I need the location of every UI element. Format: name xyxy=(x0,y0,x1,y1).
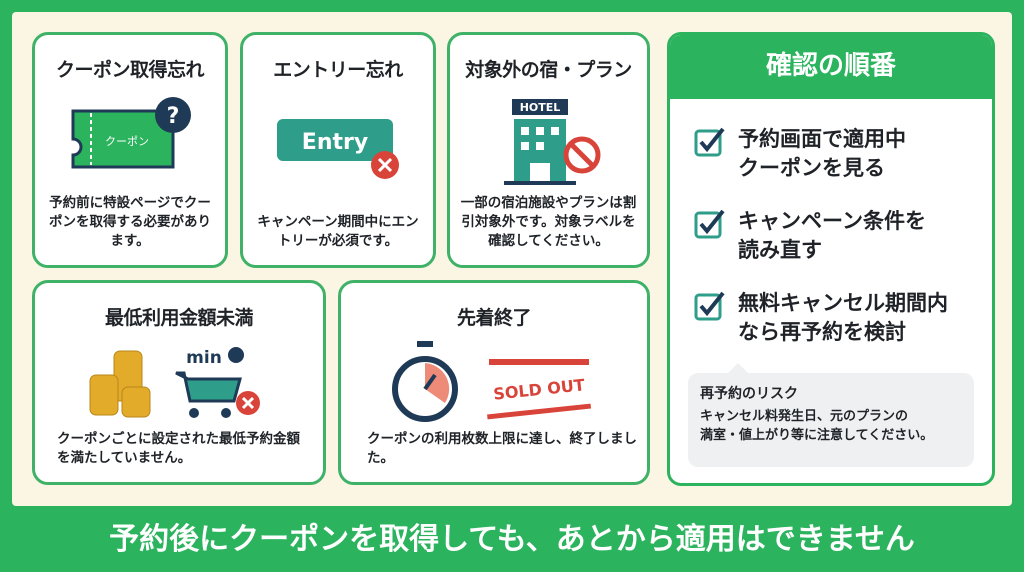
card-description: クーポンの利用枚数上限に達し、終了しました。 xyxy=(367,431,637,466)
card-minimum-amount: 最低利用金額未満 min クーポンごとに設定された最低予約金額を満たしていません… xyxy=(32,280,326,485)
svg-text:?: ? xyxy=(167,104,180,129)
checkbox-checked-icon xyxy=(694,127,725,157)
checklist-panel: 確認の順番 予約画面で適用中 クーポンを見る キャンペーン条件を 読み直す 無料… xyxy=(667,32,995,486)
card-title: 対象外の宿・プラン xyxy=(465,59,632,81)
card-entry-forgotten: エントリー忘れ Entry キャンペーン期間中にエントリーが必須です。 xyxy=(240,32,436,268)
stopwatch-soldout-icon: SOLD OUT xyxy=(392,341,592,422)
risk-text: キャンセル料発生日、元のプランの 満室・値上がり等に注意してください。 xyxy=(700,409,934,443)
svg-text:クーポン: クーポン xyxy=(105,135,149,148)
svg-text:SOLD OUT: SOLD OUT xyxy=(492,375,585,403)
checklist-title: 確認の順番 xyxy=(670,35,992,99)
card-description: クーポンごとに設定された最低予約金額を満たしていません。 xyxy=(57,431,300,466)
checkbox-checked-icon xyxy=(694,209,725,239)
svg-text:HOTEL: HOTEL xyxy=(519,101,560,114)
checklist-item: 予約画面で適用中 クーポンを見る xyxy=(694,125,906,183)
bottom-banner: 予約後にクーポンを取得しても、あとから適用はできません xyxy=(109,522,915,557)
card-description: 予約前に特設ページでクーポンを取得する必要があります。 xyxy=(49,195,211,249)
coins-cart-icon: min xyxy=(89,347,260,418)
card-title: クーポン取得忘れ xyxy=(55,59,205,81)
checkbox-checked-icon xyxy=(694,291,725,321)
card-title: エントリー忘れ xyxy=(273,59,403,81)
coupon-ticket-icon: クーポン ? xyxy=(71,97,191,169)
card-ineligible-hotel: 対象外の宿・プラン HOTEL 一部の宿泊施設やプランは割引対象外です。対象ラベ… xyxy=(447,32,650,268)
card-title: 最低利用金額未満 xyxy=(104,307,254,329)
card-description: 一部の宿泊施設やプランは割引対象外です。対象ラベルを確認してください。 xyxy=(460,195,637,249)
card-title: 先着終了 xyxy=(456,307,532,329)
card-description: キャンペーン期間中にエントリーが必須です。 xyxy=(257,214,419,249)
checklist-item: キャンペーン条件を 読み直す xyxy=(694,207,926,265)
risk-title: 再予約のリスク xyxy=(700,386,798,402)
rebooking-risk-note: 再予約のリスク キャンセル料発生日、元のプランの 満室・値上がり等に注意してくだ… xyxy=(688,363,974,467)
svg-text:Entry: Entry xyxy=(302,130,368,155)
card-coupon-not-acquired: クーポン取得忘れ クーポン ? 予約前に特設ページでクーポンを取得する必要があり… xyxy=(32,32,228,268)
entry-button-icon: Entry xyxy=(277,119,399,179)
checklist-item: 無料キャンセル期間内 なら再予約を検討 xyxy=(694,289,948,347)
svg-text:min: min xyxy=(186,348,222,368)
hotel-prohibited-icon: HOTEL xyxy=(503,99,600,185)
card-first-come-ended: 先着終了 SOLD OUT クーポンの利用枚数上限に達し、終了しました。 xyxy=(338,280,650,485)
